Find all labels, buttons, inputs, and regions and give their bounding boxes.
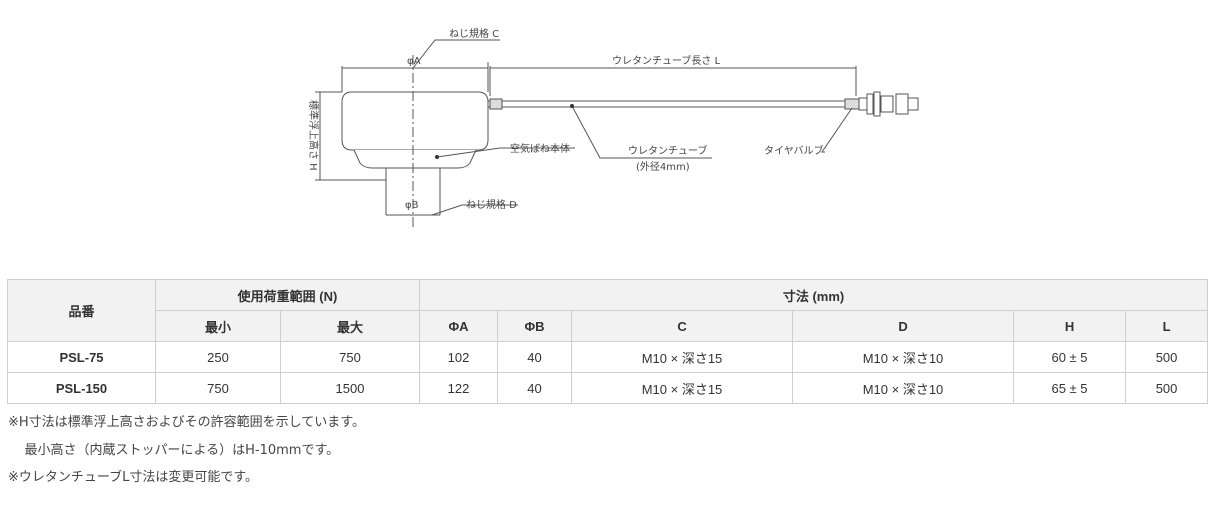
air-spring-body <box>341 91 489 151</box>
note-line: 最小高さ（内蔵ストッパーによる）はH-10mmです。 <box>8 442 340 458</box>
product-diagram: ねじ規格 C φA ウレタンチューブ長さ L 空気ばね本体 ウレタンチューブ (… <box>307 27 919 230</box>
notes: ※H寸法は標準浮上高さおよびその許容範囲を示しています。 最小高さ（内蔵ストッパ… <box>8 409 365 492</box>
l-header: L <box>1125 310 1209 342</box>
l-cell: 500 <box>1125 372 1209 404</box>
d-cell: M10 × 深さ10 <box>792 341 1015 373</box>
b-cell: 40 <box>497 372 573 404</box>
c-header: C <box>571 310 794 342</box>
thread-d-label: ねじ規格 D <box>466 198 517 211</box>
h-cell: 65 ± 5 <box>1013 372 1127 404</box>
urethane-tube <box>488 100 855 108</box>
model-cell: PSL-150 <box>7 372 156 404</box>
h-header: H <box>1013 310 1127 342</box>
max-cell: 1500 <box>279 372 421 404</box>
c-cell: M10 × 深さ15 <box>571 372 794 404</box>
b-header: ΦB <box>497 310 573 342</box>
header-row-2: 最小 最大 ΦA ΦB C D H L <box>8 310 1209 342</box>
load-range-header: 使用荷重範囲 (N) <box>154 279 421 311</box>
spring-body-label: 空気ばね本体 <box>510 142 570 155</box>
tube-length-label: ウレタンチューブ長さ L <box>612 54 721 67</box>
note-line: ※H寸法は標準浮上高さおよびその許容範囲を示しています。 <box>8 415 365 430</box>
spec-table: 品番 使用荷重範囲 (N) 寸法 (mm) 最小 最大 ΦA ΦB C D H … <box>7 279 1209 404</box>
a-cell: 102 <box>419 341 499 373</box>
phi-b-label: φB <box>405 200 419 211</box>
height-label: 標準浮上高さ H <box>307 100 320 171</box>
model-cell: PSL-75 <box>7 341 156 373</box>
h-cell: 60 ± 5 <box>1013 341 1127 373</box>
min-header: 最小 <box>155 310 281 342</box>
c-cell: M10 × 深さ15 <box>571 341 794 373</box>
d-header: D <box>792 310 1015 342</box>
lower-flange <box>353 149 477 169</box>
a-cell: 122 <box>419 372 499 404</box>
max-header: 最大 <box>279 310 421 342</box>
thread-c-label: ねじ規格 C <box>449 27 499 40</box>
tire-valve <box>858 91 919 117</box>
note-line: ※ウレタンチューブL寸法は変更可能です。 <box>8 470 259 485</box>
tube-label: ウレタンチューブ <box>628 144 707 157</box>
d-cell: M10 × 深さ10 <box>792 372 1015 404</box>
b-cell: 40 <box>497 341 573 373</box>
valve-label: タイヤバルブ <box>764 144 824 157</box>
tube-od-label: (外径4mm) <box>636 160 690 173</box>
max-cell: 750 <box>279 341 421 373</box>
table-row: PSL-150 750 1500 122 40 M10 × 深さ15 M10 ×… <box>7 372 1209 404</box>
min-cell: 250 <box>155 341 281 373</box>
min-cell: 750 <box>155 372 281 404</box>
a-header: ΦA <box>419 310 499 342</box>
l-cell: 500 <box>1125 341 1209 373</box>
phi-a-label: φA <box>407 56 421 67</box>
header-row-1: 品番 使用荷重範囲 (N) 寸法 (mm) <box>7 279 1209 342</box>
table-row: PSL-75 250 750 102 40 M10 × 深さ15 M10 × 深… <box>7 341 1209 373</box>
dimensions-header: 寸法 (mm) <box>419 279 1209 311</box>
model-header: 品番 <box>7 279 156 342</box>
